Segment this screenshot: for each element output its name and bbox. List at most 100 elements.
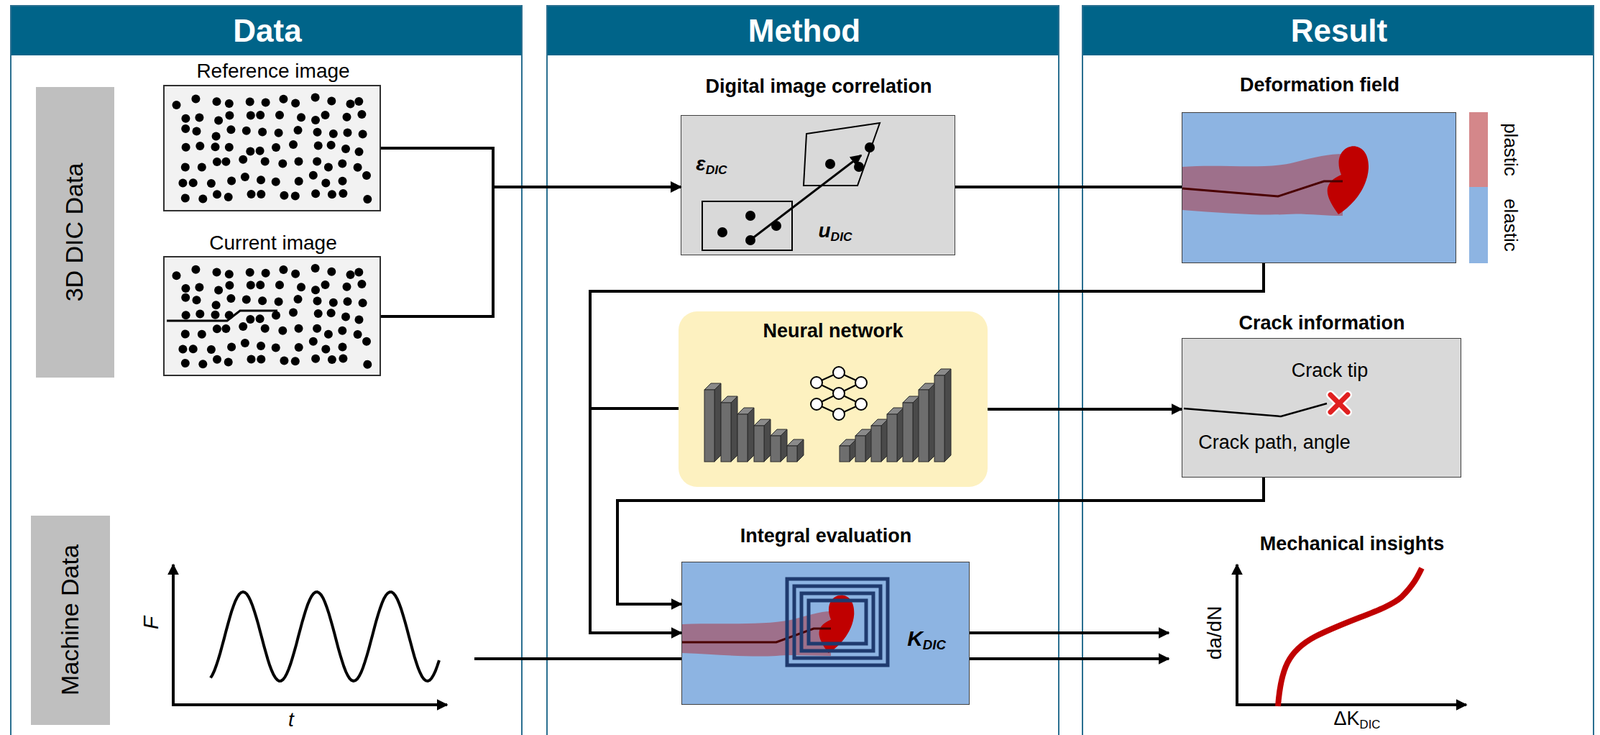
column-header: Method (547, 6, 1059, 56)
graph-node (855, 398, 867, 410)
speckle-dot (181, 162, 190, 172)
node-label: Data (232, 12, 302, 50)
speckle-dot (224, 192, 233, 202)
connector (969, 656, 1169, 660)
crack-growth-curve (1277, 567, 1422, 706)
speckle-dot (258, 296, 267, 305)
speckle-dot (224, 281, 234, 290)
layer-side (797, 439, 804, 462)
node-label: Integral evaluation (740, 524, 913, 547)
speckle-dot (195, 141, 205, 151)
speckle-dot (288, 140, 298, 149)
node-label: Current image (209, 231, 337, 255)
layer-top (753, 419, 771, 426)
speckle-dot (294, 342, 304, 352)
node-label: 3D DIC Data (60, 163, 89, 302)
layer-front (770, 435, 781, 462)
connector (590, 263, 1264, 633)
side-band: Machine Data (30, 515, 110, 725)
plastic-band (682, 610, 831, 657)
speckle-dot (338, 354, 348, 363)
speckle-dot (227, 176, 236, 186)
speckle-dot (271, 343, 281, 353)
connector (590, 263, 1264, 409)
speckle-dot (240, 338, 250, 348)
graph-node (833, 387, 845, 399)
legend-text: plastic (1499, 122, 1521, 177)
layer-front (720, 402, 731, 462)
speckle-dot (324, 162, 333, 172)
text-holder: Deformation field (1239, 74, 1400, 97)
speckle-dot (278, 94, 288, 104)
speckle-dot (221, 324, 231, 333)
node-label: Neural network (762, 319, 903, 343)
speckle-dot (354, 97, 363, 106)
layer-top (871, 419, 888, 426)
speckle-dot (255, 110, 265, 120)
node-text: Crack path, angle (1198, 431, 1351, 454)
node-text: uDIC (817, 219, 852, 243)
axis (1235, 702, 1467, 706)
speckle-dot (321, 178, 330, 188)
layer-top (934, 368, 951, 376)
subscript: DIC (922, 636, 946, 652)
column-header: Data (11, 6, 522, 56)
speckle-dot (224, 310, 234, 320)
crack-path (1183, 403, 1327, 417)
speckle-dot (181, 358, 190, 368)
speckle-dot (240, 172, 250, 182)
layer-top (886, 407, 904, 415)
speckle-dot (256, 355, 266, 364)
plastic-lobe (819, 595, 855, 654)
graph-edge (816, 372, 839, 383)
process-box: Digital image correlationεDICuDIC (680, 115, 956, 256)
text-holder: da/dN (1203, 605, 1227, 660)
speckle-dot (293, 125, 303, 135)
layer-side (764, 419, 771, 462)
text-holder: Current image (209, 231, 337, 255)
speckle-dot (247, 189, 256, 199)
speckle-dot (181, 143, 191, 152)
speckle-dot (274, 128, 284, 138)
speckle-dot (256, 175, 266, 185)
speckle-dot (362, 360, 372, 369)
legend-swatch (1469, 186, 1488, 264)
text-holder: Crack path, angle (1198, 431, 1351, 454)
speckle-dot (279, 356, 289, 366)
speckle-dot (313, 296, 323, 306)
speckle-dot (224, 357, 233, 367)
graph-edge (816, 382, 839, 394)
speckle-dot (294, 324, 304, 333)
speckle-dot (311, 285, 320, 294)
speckle-dot (198, 359, 208, 369)
speckle-dot (181, 114, 190, 123)
speckle-dot (245, 314, 255, 324)
layer-front (871, 425, 882, 462)
text-holder: Crack tip (1291, 359, 1369, 382)
legend-holder: plastic (1499, 122, 1521, 177)
layer-side (714, 383, 721, 462)
graph-edge (838, 393, 862, 404)
speckle-dot (278, 159, 287, 169)
layer-side (747, 407, 754, 462)
speckle-dot (192, 295, 202, 305)
speckle-dot (296, 112, 306, 122)
layer-top (737, 407, 754, 415)
subset-box (702, 201, 793, 251)
layer-top (918, 383, 936, 390)
process-box: Integral evaluationKDIC (681, 561, 970, 705)
speckle-dot (342, 282, 352, 292)
subscript: DIC (1359, 717, 1381, 731)
load-signal (210, 591, 440, 681)
legend-text: elastic (1499, 198, 1521, 252)
speckle-dot (311, 189, 320, 198)
node-label: Crack information (1238, 311, 1405, 335)
speckle-dot (245, 147, 255, 156)
speckle-dot (357, 279, 366, 289)
column-panel: Data3D DIC DataReference imageCurrent im… (10, 5, 523, 735)
node-text: ΔKDIC (1334, 707, 1381, 730)
layer-top (770, 429, 788, 436)
speckle-dot (321, 280, 330, 289)
layer-side (780, 429, 788, 462)
graph-node (833, 408, 845, 420)
